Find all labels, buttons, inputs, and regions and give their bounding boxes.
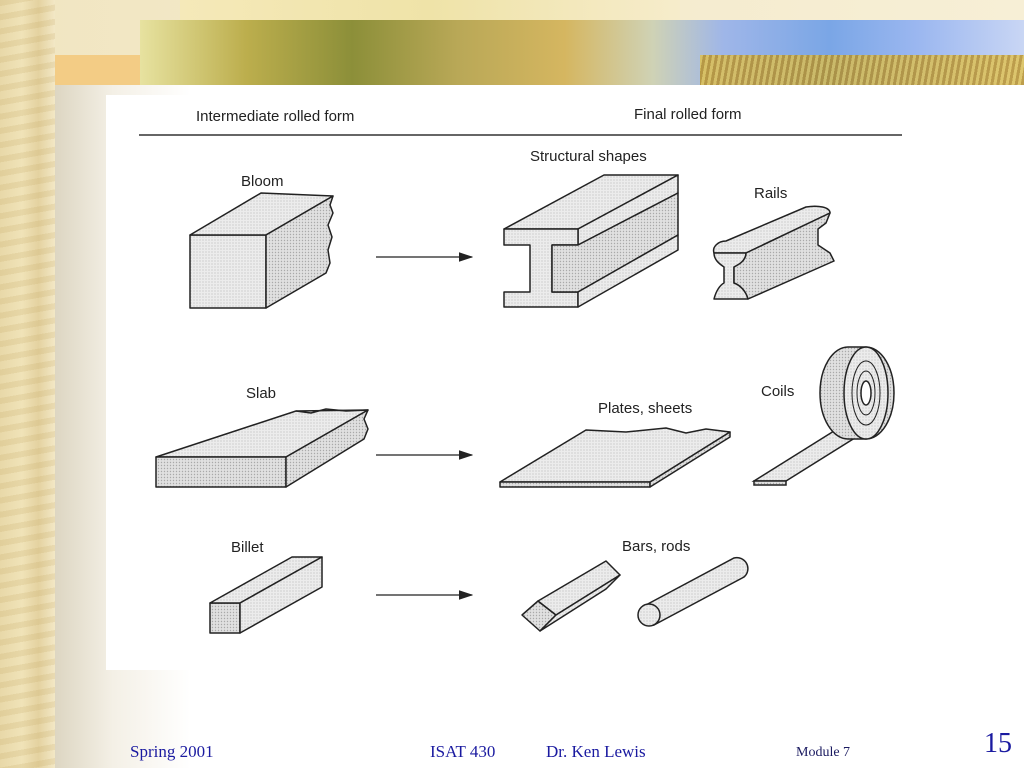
header-wheat-decoration xyxy=(700,55,1024,85)
label-slab: Slab xyxy=(246,385,276,402)
slab-shape xyxy=(155,408,369,488)
plate-shape xyxy=(499,427,731,488)
structural-shape xyxy=(503,174,679,308)
label-coils: Coils xyxy=(761,383,794,400)
rod-shape xyxy=(637,556,749,627)
header-final: Final rolled form xyxy=(634,106,742,123)
label-billet: Billet xyxy=(231,539,264,556)
rolling-forms-diagram: Intermediate rolled form Final rolled fo… xyxy=(139,106,902,634)
page-number: 15 xyxy=(984,728,1012,759)
left-decorative-strip xyxy=(0,0,55,768)
bloom-shape xyxy=(189,192,334,309)
rail-shape xyxy=(712,205,835,300)
figure-panel: Intermediate rolled form Final rolled fo… xyxy=(106,95,920,670)
bar-shape xyxy=(521,560,621,632)
header-intermediate: Intermediate rolled form xyxy=(196,108,354,125)
footer-course: ISAT 430 xyxy=(430,742,496,761)
label-plates-sheets: Plates, sheets xyxy=(598,400,692,417)
label-bloom: Bloom xyxy=(241,173,284,190)
label-bars-rods: Bars, rods xyxy=(622,538,690,555)
label-rails: Rails xyxy=(754,185,787,202)
label-structural-shapes: Structural shapes xyxy=(530,148,647,165)
footer-term: Spring 2001 xyxy=(130,742,214,761)
footer-instructor: Dr. Ken Lewis xyxy=(546,742,646,761)
coil-shape xyxy=(751,346,895,486)
billet-shape xyxy=(209,556,323,634)
footer-module: Module 7 xyxy=(796,745,851,760)
